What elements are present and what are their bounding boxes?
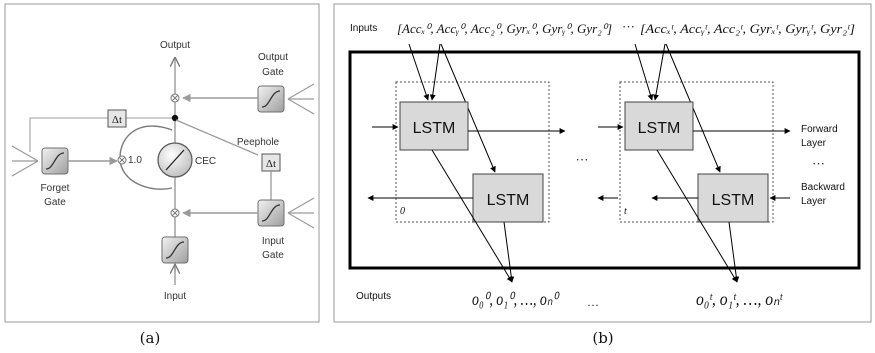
output-label: Output: [160, 40, 190, 51]
layer-ellipsis: ···: [812, 156, 825, 171]
inputs-label: Inputs: [350, 23, 377, 34]
delta-box-right: Δt: [261, 153, 281, 172]
forget-gate-input-3: [11, 160, 39, 177]
lstm-forward-0: LSTM: [399, 101, 469, 151]
input-block: Input: [161, 236, 189, 302]
backward-layer-label-2: Layer: [801, 196, 827, 207]
cec-label: CEC: [195, 156, 216, 167]
forget-gate-label-2: Gate: [44, 197, 66, 208]
input-gate-input-1: [287, 197, 315, 214]
svg-text:LSTM: LSTM: [712, 192, 755, 209]
middle-ellipsis: ···: [576, 152, 589, 167]
lstm-backward-0: LSTM: [472, 173, 544, 223]
lstm-forward-t: LSTM: [624, 101, 694, 151]
outputs-vector-0: o₀⁰, o₁⁰, …, oₙ⁰: [472, 289, 560, 309]
peephole-wire-up: [175, 119, 259, 156]
output-arrows: [431, 149, 740, 283]
cec-slash: [165, 149, 185, 171]
forget-gate: Forget Gate: [11, 145, 118, 208]
output-gate-input-1: [287, 83, 315, 100]
timestep-label-t: t: [624, 206, 627, 217]
outputs-ellipsis: ···: [587, 298, 599, 312]
lstm-backward-t: LSTM: [697, 173, 769, 223]
input-gate-label-1: Input: [262, 236, 284, 247]
input-gate: Input Gate: [182, 197, 315, 261]
input-gate-label-2: Gate: [262, 250, 284, 261]
output-gate-label-1: Output: [258, 52, 288, 63]
delta-label-top: Δt: [112, 114, 122, 126]
svg-text:LSTM: LSTM: [487, 192, 530, 209]
caption-b: (b): [592, 329, 613, 347]
delta-box-top: Δt: [107, 109, 127, 128]
forget-gate-input-1: [11, 145, 39, 162]
caption-a: (a): [140, 329, 161, 347]
output-gate: Output Gate: [182, 52, 315, 115]
output-gate-input-3: [287, 98, 315, 115]
inputs-ellipsis: ···: [622, 19, 635, 34]
forward-arrows: [372, 124, 791, 134]
backward-layer-label-1: Backward: [801, 182, 845, 193]
output-gate-label-2: Gate: [262, 67, 284, 78]
input-label: Input: [164, 291, 186, 302]
network-box: [348, 50, 861, 270]
svg-text:LSTM: LSTM: [638, 120, 681, 137]
svg-text:LSTM: LSTM: [413, 120, 456, 137]
sigmoid-icon: [45, 152, 65, 170]
inputs-vector-0: [Accₓ⁰, Accᵧ⁰, Acc₂⁰, Gyrₓ⁰, Gyrᵧ⁰, Gyr₂…: [397, 21, 612, 36]
sigmoid-icon: [261, 204, 281, 222]
sigmoid-icon: [165, 241, 185, 259]
forward-layer-label-2: Layer: [801, 138, 827, 149]
forward-layer-label-1: Forward: [801, 124, 838, 135]
panel-b: Inputs [Accₓ⁰, Accᵧ⁰, Acc₂⁰, Gyrₓ⁰, Gyrᵧ…: [333, 3, 872, 347]
multiply-node-left: [117, 155, 127, 165]
cec-weight-label: 1.0: [128, 155, 142, 166]
inputs-vector-t: [Accₓᵗ, Accᵧᵗ, Acc₂ᵗ, Gyrₓᵗ, Gyrᵧᵗ, Gyr₂…: [640, 21, 855, 36]
timestep-label-0: 0: [400, 206, 405, 217]
forget-gate-label-1: Forget: [41, 183, 70, 194]
timestep-frame-t: [619, 81, 774, 223]
sigmoid-icon: [261, 90, 281, 108]
panel-a: Output Output Gate Δt Peephole: [4, 3, 320, 347]
outputs-label: Outputs: [356, 291, 391, 302]
multiply-node-bottom: [170, 208, 180, 218]
multiply-node-top: [170, 93, 180, 103]
input-gate-input-3: [287, 212, 315, 229]
top-feedback-wire: [29, 117, 175, 152]
delta-label-right: Δt: [266, 158, 276, 170]
peephole-label: Peephole: [237, 137, 280, 148]
outputs-vector-t: o₀ᵗ, o₁ᵗ, …, oₙᵗ: [696, 289, 783, 309]
